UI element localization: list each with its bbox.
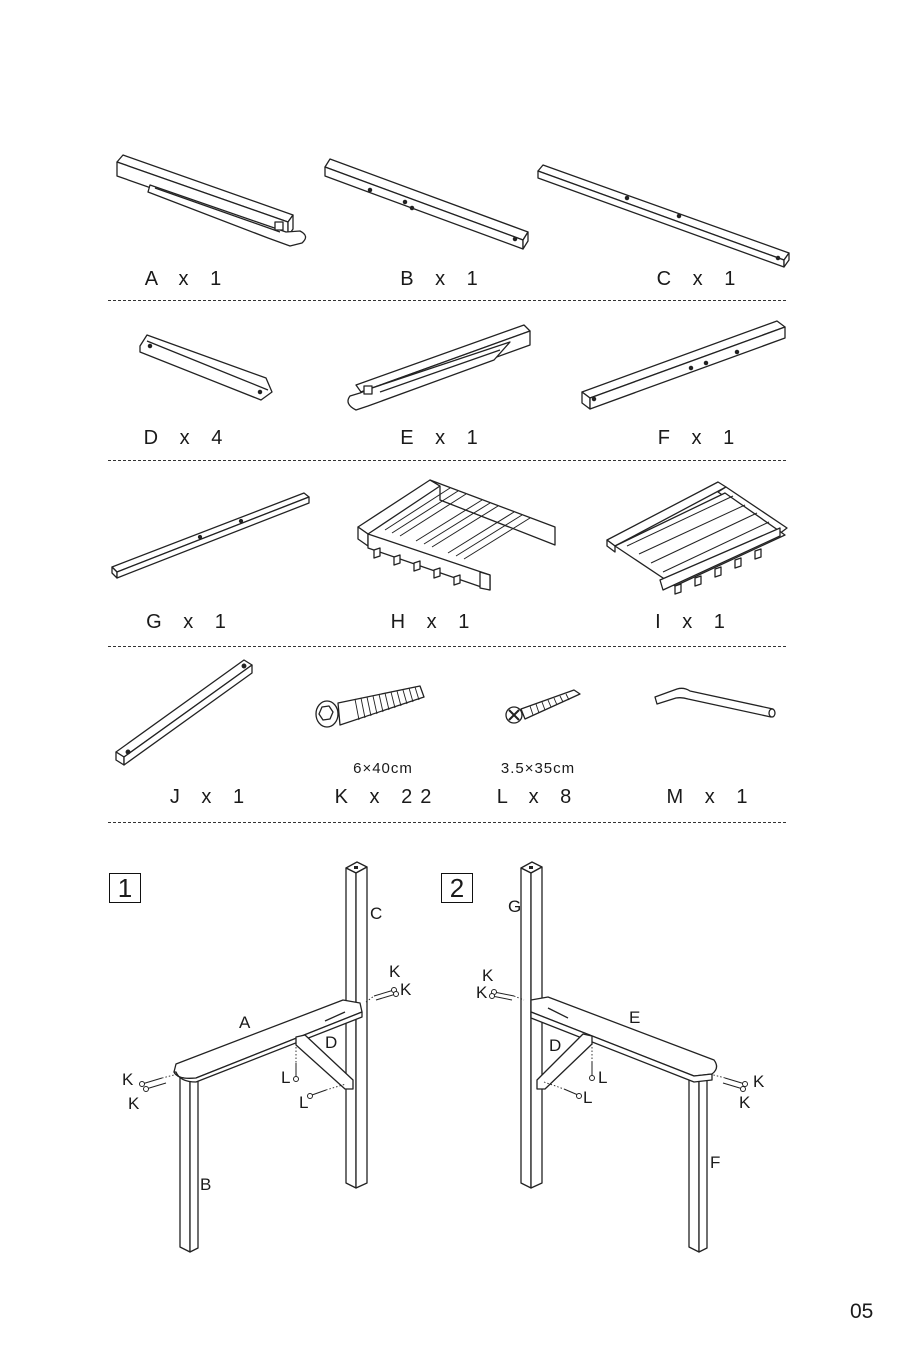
divider (108, 646, 786, 647)
step-1-label-k: K (122, 1070, 133, 1090)
part-g-drawing (112, 493, 309, 578)
part-k-drawing (316, 686, 424, 727)
part-d-drawing (140, 335, 272, 400)
part-a-label: A x 1 (145, 268, 229, 291)
step-1-label-l: L (281, 1068, 290, 1088)
part-e-label: E x 1 (400, 427, 486, 450)
step-1-label-a: A (239, 1013, 250, 1033)
step-2-label-l: L (598, 1068, 607, 1088)
part-b-drawing (325, 159, 528, 249)
step-1-label-k: K (400, 980, 411, 1000)
part-b-label: B x 1 (400, 268, 486, 291)
part-l-size: 3.5×35cm (501, 760, 575, 777)
divider (108, 822, 786, 823)
part-m-label: M x 1 (667, 786, 756, 809)
part-i-drawing (607, 482, 787, 594)
part-h-label: H x 1 (391, 611, 478, 634)
part-j-label: J x 1 (170, 786, 252, 809)
part-f-drawing (582, 321, 785, 409)
part-a-drawing (117, 155, 306, 246)
part-j-drawing (116, 660, 252, 765)
part-k-label: K x 22 (335, 786, 440, 809)
part-m-drawing (655, 688, 775, 717)
step-1-label-d: D (325, 1033, 337, 1053)
part-g-label: G x 1 (146, 611, 234, 634)
step-1-label-k: K (389, 962, 400, 982)
part-l-drawing (506, 690, 580, 723)
part-h-drawing (358, 480, 555, 590)
step-2-label-d: D (549, 1036, 561, 1056)
step-1-drawing (140, 862, 399, 1252)
step-1-label-l: L (299, 1093, 308, 1113)
page-number: 05 (850, 1300, 873, 1324)
divider (108, 300, 786, 301)
part-c-drawing (538, 165, 789, 267)
part-l-label: L x 8 (497, 786, 580, 809)
step-2-label-k: K (476, 983, 487, 1003)
divider (108, 460, 786, 461)
part-d-label: D x 4 (144, 427, 231, 450)
step-2-label-f: F (710, 1153, 720, 1173)
step-1-number: 1 (109, 873, 141, 903)
step-1-label-b: B (200, 1175, 211, 1195)
step-2-label-k: K (753, 1072, 764, 1092)
step-2-number: 2 (441, 873, 473, 903)
step-2-drawing (490, 862, 748, 1252)
part-k-size: 6×40cm (353, 760, 413, 777)
part-f-label: F x 1 (658, 427, 742, 450)
step-2-label-g: G (508, 897, 521, 917)
part-i-label: I x 1 (655, 611, 733, 634)
part-c-label: C x 1 (657, 268, 744, 291)
step-2-label-l: L (583, 1088, 592, 1108)
step-1-label-k: K (128, 1094, 139, 1114)
step-2-label-e: E (629, 1008, 640, 1028)
part-e-drawing (348, 325, 530, 410)
step-1-label-c: C (370, 904, 382, 924)
step-2-label-k: K (739, 1093, 750, 1113)
